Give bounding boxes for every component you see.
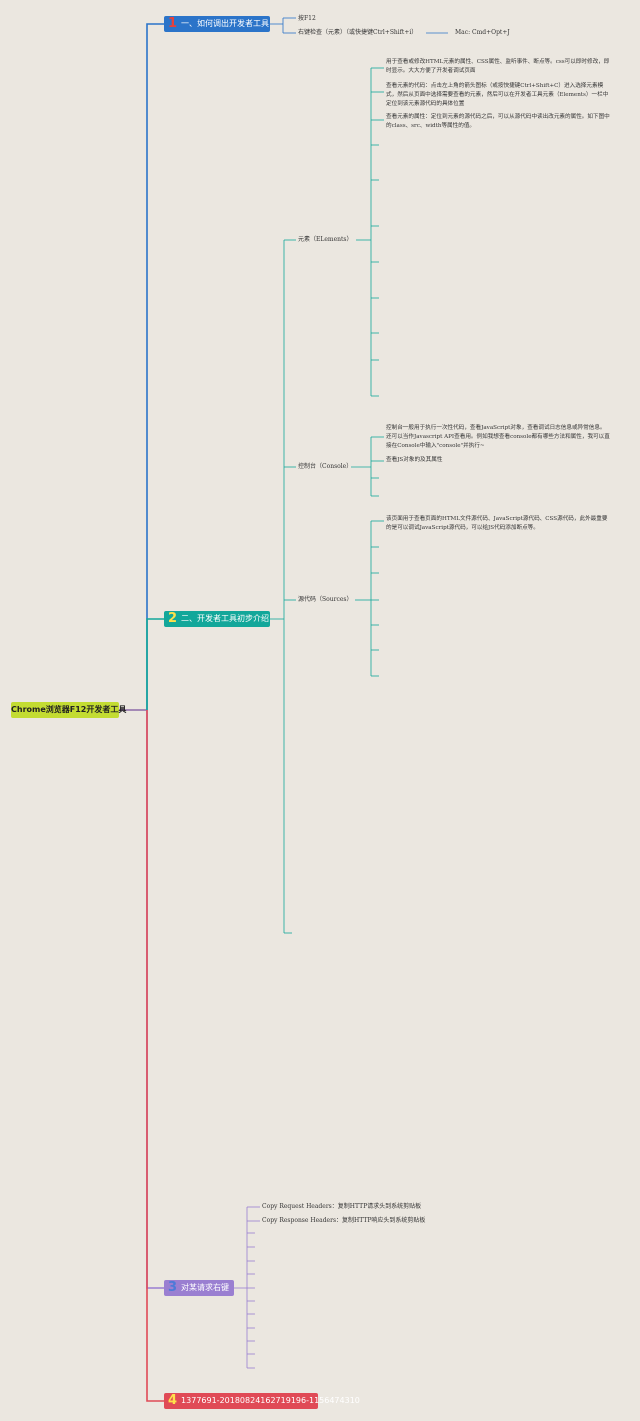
note-console-2: 查看JS对象的及其属性: [386, 457, 443, 463]
note-elements-1: 用于查看或修改HTML元素的属性、CSS属性、监听事件、断点等。css可以即时修…: [386, 59, 610, 74]
branch-label: 二、开发者工具初步介绍: [181, 614, 270, 623]
branch-label: 对某请求右键: [181, 1283, 230, 1292]
item-right-click-inspect[interactable]: 右键检查（元素）（或快捷键Ctrl+Shift+i）: [298, 29, 418, 36]
note-console-1: 控制台一般用于执行一次性代码，查看JavaScript对象，查看调试日志信息或异…: [386, 425, 610, 449]
branch-label: 一、如何调出开发者工具: [181, 19, 270, 28]
item-mac-shortcut[interactable]: Mac: Cmd+Opt+J: [455, 29, 510, 36]
note-elements-2: 查看元素的代码：点击左上角的箭头图标（或按快捷键Ctrl+Shift+C）进入选…: [386, 83, 609, 107]
note-sources-1: 该页面用于查看页面的HTML文件源代码、JavaScript源代码、CSS源代码…: [386, 516, 608, 531]
section-console[interactable]: 控制台（Console）: [298, 463, 353, 470]
note-elements-3: 查看元素的属性：定位到元素的源代码之后，可以从源代码中读出改元素的属性。如下图中…: [386, 114, 610, 129]
branch-number: 1: [168, 16, 178, 31]
branch-number: 2: [168, 611, 178, 626]
item-press-f12[interactable]: 按F12: [298, 15, 316, 22]
section-sources[interactable]: 源代码（Sources）: [298, 596, 353, 603]
root-node[interactable]: Chrome浏览器F12开发者工具: [11, 702, 126, 718]
item-copy-response-headers[interactable]: Copy Response Headers：复制HTTP响应头到系统剪贴板: [262, 1217, 426, 1224]
item-copy-request-headers[interactable]: Copy Request Headers：复制HTTP请求头到系统剪贴板: [262, 1203, 422, 1210]
section-elements[interactable]: 元素（ELements）: [298, 236, 353, 243]
branch-number: 3: [168, 1280, 178, 1295]
branch-label: 1377691-20180824162719196-1156474310: [181, 1396, 360, 1405]
branch-number: 4: [168, 1393, 178, 1408]
